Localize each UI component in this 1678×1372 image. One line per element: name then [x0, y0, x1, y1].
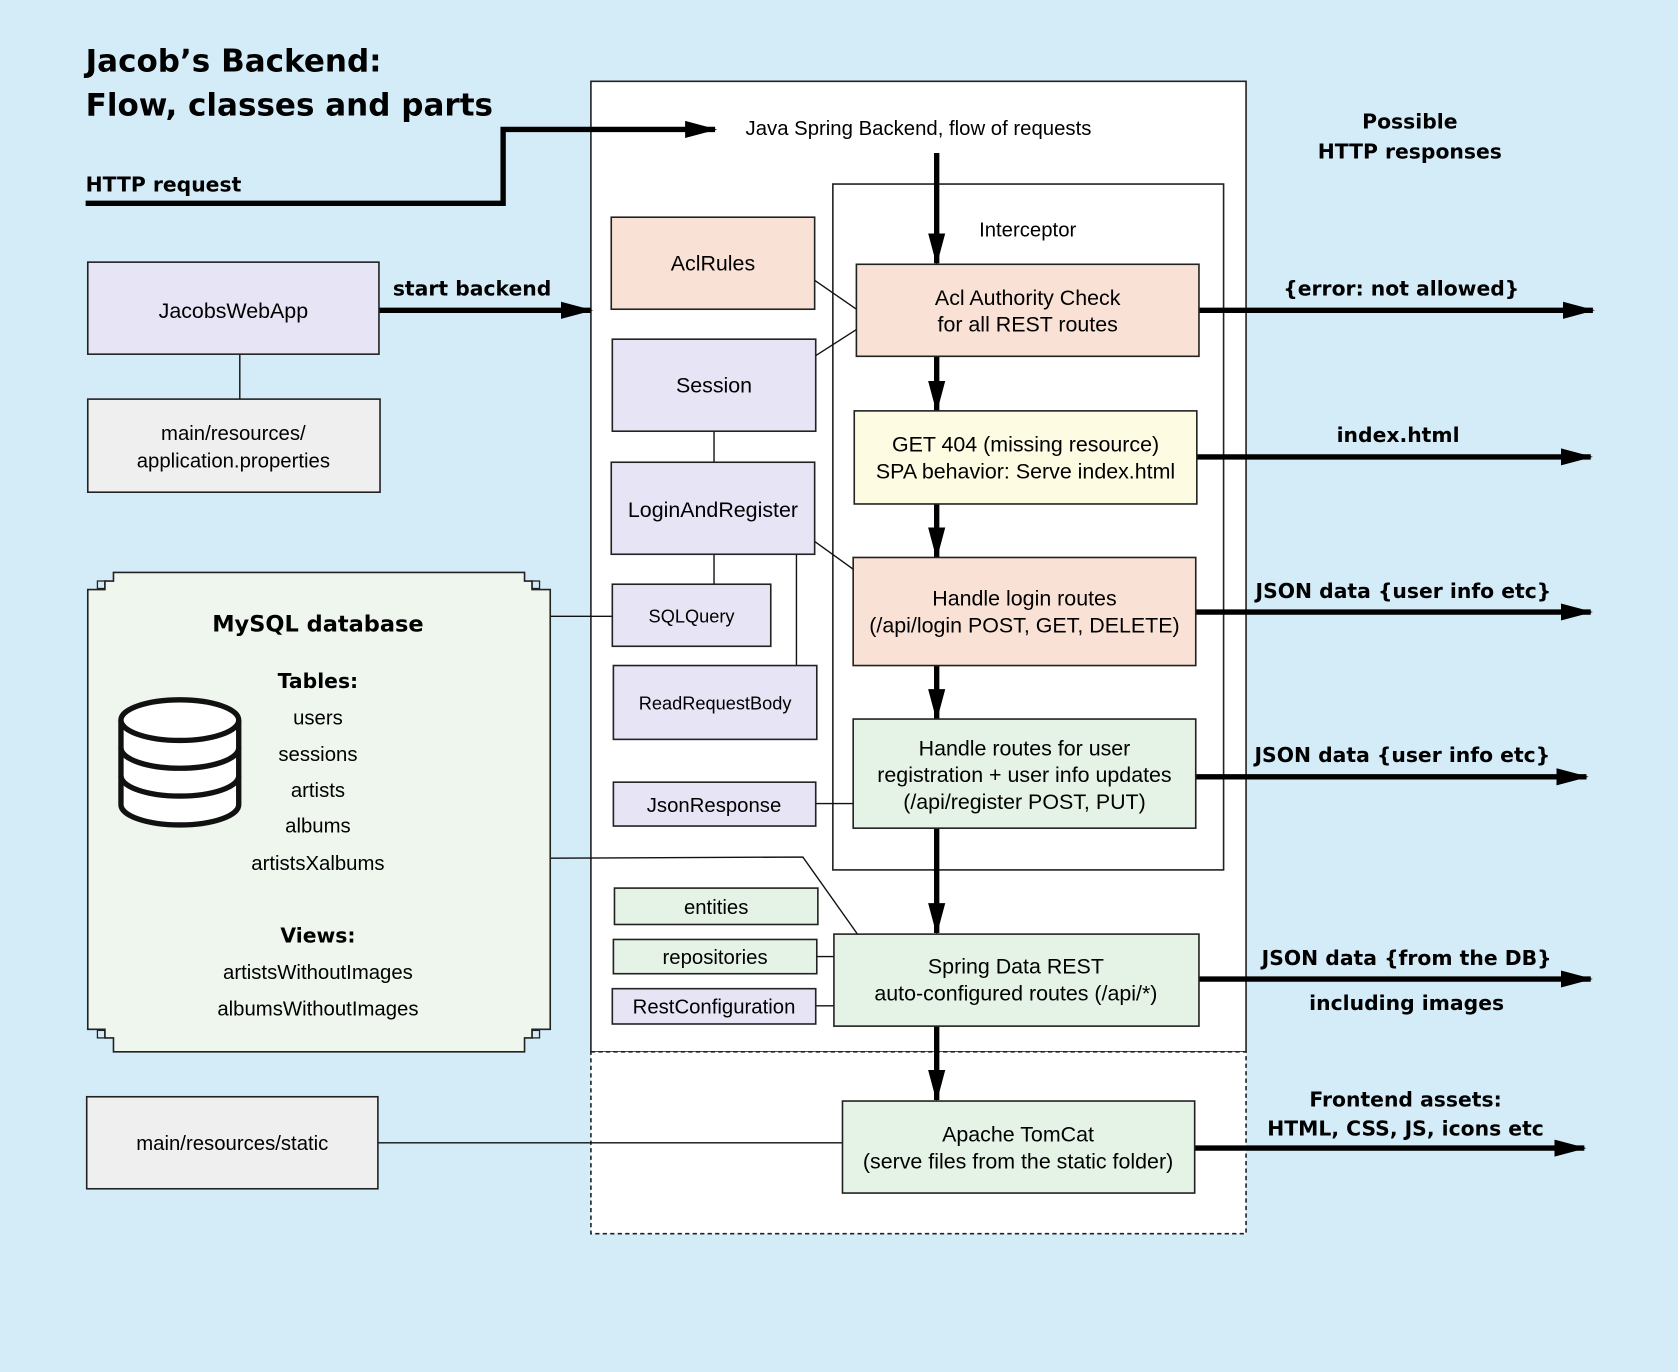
entities-box	[613, 887, 819, 926]
spring-data-line1: Spring Data REST	[928, 955, 1104, 979]
acl-check-line1: Acl Authority Check	[935, 286, 1121, 310]
backend-diagram: JacobsWebApp main/resources/ application…	[84, 44, 1596, 1235]
webapp-box	[86, 261, 380, 355]
responses-title-line2: HTTP responses	[1318, 139, 1502, 163]
response-frontend-line2: HTML, CSS, JS, icons etc	[1267, 1116, 1544, 1140]
table-sessions: sessions	[278, 744, 357, 766]
repositories-label: repositories	[663, 947, 768, 969]
database-title: MySQL database	[212, 611, 423, 637]
table-artists: artists	[291, 780, 345, 802]
page-title-line1: Jacob’s Backend:	[84, 44, 382, 80]
entities-label: entities	[684, 897, 748, 919]
rest-configuration-box	[611, 987, 817, 1025]
get404-box	[853, 410, 1198, 505]
spring-data-box	[833, 933, 1200, 1027]
app-properties-line2: application.properties	[137, 451, 330, 473]
response-frontend-line1: Frontend assets:	[1309, 1087, 1501, 1111]
static-folder-label: main/resources/static	[136, 1133, 328, 1155]
get404-line2: SPA behavior: Serve index.html	[876, 459, 1175, 483]
session-label: Session	[676, 374, 752, 398]
database-icon	[118, 697, 242, 828]
acl-check-box	[855, 263, 1200, 358]
response-json-db-line2: including images	[1309, 991, 1504, 1015]
register-routes-line1: Handle routes for user	[919, 736, 1131, 760]
tomcat-line2: (serve files from the static folder)	[863, 1149, 1173, 1173]
response-not-allowed: {error: not allowed}	[1283, 276, 1519, 300]
register-routes-box	[852, 718, 1197, 829]
acl-rules-label: AclRules	[671, 252, 755, 276]
acl-rules-box	[610, 216, 816, 311]
json-response-box	[612, 781, 817, 827]
database-corner-bl	[96, 1029, 106, 1039]
responses-title-line1: Possible	[1362, 109, 1457, 133]
database-corner-tl	[96, 580, 106, 590]
response-index-html: index.html	[1337, 423, 1460, 447]
spring-data-line2: auto-configured routes (/api/*)	[874, 981, 1157, 1005]
app-properties-line1: main/resources/	[161, 423, 306, 445]
start-backend-label: start backend	[393, 276, 552, 300]
database-corner-tr	[531, 580, 541, 590]
read-request-body-box	[612, 664, 818, 741]
response-json-db-line1: JSON data {from the DB}	[1260, 946, 1552, 970]
views-heading: Views:	[280, 924, 355, 948]
table-albums: albums	[285, 815, 351, 837]
get404-line1: GET 404 (missing resource)	[892, 433, 1159, 457]
backend-title: Java Spring Backend, flow of requests	[746, 118, 1092, 140]
sql-query-box	[611, 583, 772, 648]
register-routes-line3: (/api/register POST, PUT)	[903, 790, 1146, 814]
repositories-box	[612, 938, 818, 975]
login-routes-line2: (/api/login POST, GET, DELETE)	[869, 613, 1179, 637]
login-routes-line1: Handle login routes	[932, 587, 1116, 611]
page-title-line2: Flow, classes and parts	[86, 88, 493, 124]
rest-configuration-label: RestConfiguration	[633, 996, 796, 1018]
response-json-user-2: JSON data {user info etc}	[1252, 743, 1550, 767]
http-request-label: HTTP request	[86, 173, 242, 197]
app-properties-box	[86, 398, 381, 494]
register-routes-line2: registration + user info updates	[877, 763, 1171, 787]
connector-lines	[239, 279, 859, 1144]
table-users: users	[293, 707, 343, 729]
read-request-body-label: ReadRequestBody	[639, 693, 793, 713]
flow-arrows	[85, 120, 1596, 1157]
view-artists-without-images: artistsWithoutImages	[223, 962, 413, 984]
login-register-box	[610, 461, 816, 556]
tomcat-line1: Apache TomCat	[942, 1123, 1094, 1147]
view-albums-without-images: albumsWithoutImages	[217, 998, 418, 1020]
session-box	[611, 338, 817, 433]
database-corner-br	[531, 1029, 541, 1039]
login-register-label: LoginAndRegister	[628, 498, 798, 522]
tables-heading: Tables:	[278, 669, 359, 693]
table-artistsxalbums: artistsXalbums	[251, 853, 384, 875]
login-routes-box	[852, 556, 1197, 667]
acl-check-line2: for all REST routes	[938, 313, 1118, 337]
webapp-label: JacobsWebApp	[159, 299, 308, 323]
response-json-user-1: JSON data {user info etc}	[1254, 579, 1552, 603]
tomcat-box	[841, 1100, 1196, 1194]
static-folder-box	[85, 1095, 379, 1190]
interceptor-label: Interceptor	[979, 219, 1076, 241]
json-response-label: JsonResponse	[647, 795, 782, 817]
sql-query-label: SQLQuery	[649, 607, 736, 627]
